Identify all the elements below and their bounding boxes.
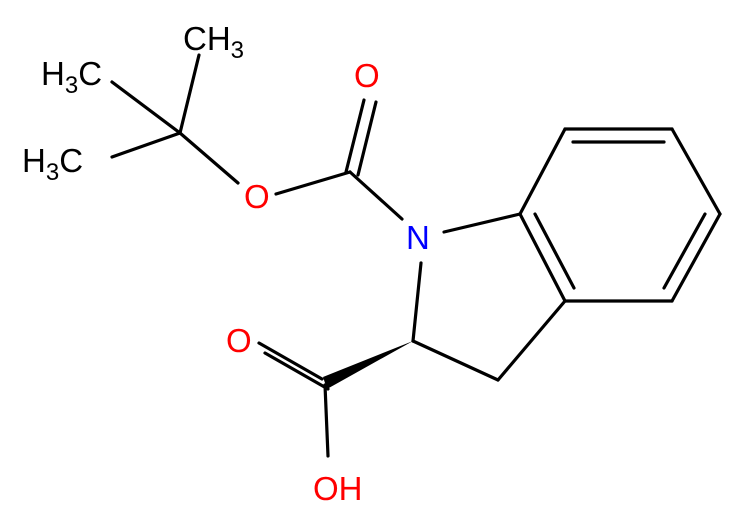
bond-ester-oxygen-to-carbonyl-carbon bbox=[274, 170, 352, 196]
hydroxyl-label: OH bbox=[313, 470, 363, 507]
bond-acid-carbon-to-hydroxyl bbox=[323, 383, 330, 458]
bond-tbutyl-to-ch3-upper-left bbox=[110, 80, 182, 135]
bond-carbonyl-double-1 bbox=[344, 98, 366, 174]
atom-labels: CH3 H3C H3C O O N O OH bbox=[22, 20, 430, 507]
bond-c2-to-n bbox=[411, 261, 423, 343]
indoline-ring-bonds bbox=[411, 127, 722, 382]
bond-c3a-to-c7a-inner bbox=[533, 212, 576, 290]
carbonyl-oxygen-boc-label: O bbox=[354, 57, 380, 94]
bond-acid-double-1 bbox=[257, 341, 324, 381]
ch3-lower-left-label: H3C bbox=[22, 142, 83, 186]
bond-c7a-to-c7 bbox=[518, 127, 567, 216]
ch3-upper-left-label: H3C bbox=[41, 55, 102, 99]
ch3-top-label: CH3 bbox=[183, 20, 244, 64]
bond-tbutyl-to-ch3-lower-left bbox=[110, 131, 182, 159]
ester-oxygen-label: O bbox=[244, 178, 270, 215]
bond-n-to-c7a bbox=[442, 212, 522, 234]
boc-group-bonds bbox=[110, 53, 404, 221]
bond-c5-to-c4-inner bbox=[662, 212, 707, 290]
bond-c6-to-c5 bbox=[670, 127, 722, 216]
bond-c3a-to-c7a bbox=[518, 212, 567, 303]
bond-acid-double-2 bbox=[263, 351, 330, 391]
bond-tbutyl-to-ch3-top bbox=[178, 53, 201, 135]
bond-c3a-to-c3 bbox=[496, 299, 567, 382]
bond-tbutyl-to-ester-oxygen bbox=[178, 131, 240, 185]
carbonyl-oxygen-acid-label: O bbox=[226, 322, 252, 359]
stereo-wedge-bond bbox=[323, 341, 413, 389]
ring-nitrogen-label: N bbox=[406, 219, 430, 256]
bond-c3-to-c2 bbox=[411, 339, 500, 382]
bond-carbonyl-carbon-to-nitrogen bbox=[348, 170, 404, 221]
bond-c5-to-c4 bbox=[670, 212, 722, 303]
carboxylic-acid-bonds bbox=[257, 341, 413, 458]
bond-carbonyl-double-2 bbox=[356, 100, 378, 177]
